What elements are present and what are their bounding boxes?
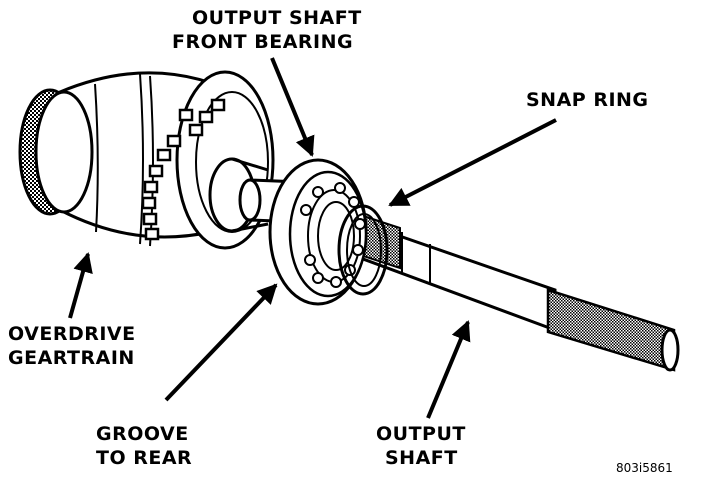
leader-arrows [68,57,557,419]
arrow-bearing [270,57,315,157]
label-shaft-line1: OUTPUT [376,423,466,445]
label-bearing-line1: OUTPUT SHAFT [192,7,362,29]
arrow-output-shaft [426,320,471,419]
label-overdrive-line1: OVERDRIVE [8,323,136,345]
snap-ring [337,204,389,296]
bearing-balls [300,182,366,288]
label-overdrive-line2: GEARTRAIN [8,347,135,369]
arrow-snap-ring [388,118,557,207]
arrow-groove [164,283,278,402]
label-bearing-line2: FRONT BEARING [172,31,353,53]
output-shaft-front-bearing [268,158,368,306]
arrow-overdrive [68,252,93,319]
label-groove-line1: GROOVE [96,423,189,445]
figure-code: 803i5861 [616,461,673,475]
label-groove-line2: TO REAR [96,447,192,469]
overdrive-geartrain [18,70,275,250]
label-shaft-line2: SHAFT [385,447,458,469]
label-snap-ring: SNAP RING [526,89,649,111]
drum-window-holes [141,98,226,241]
